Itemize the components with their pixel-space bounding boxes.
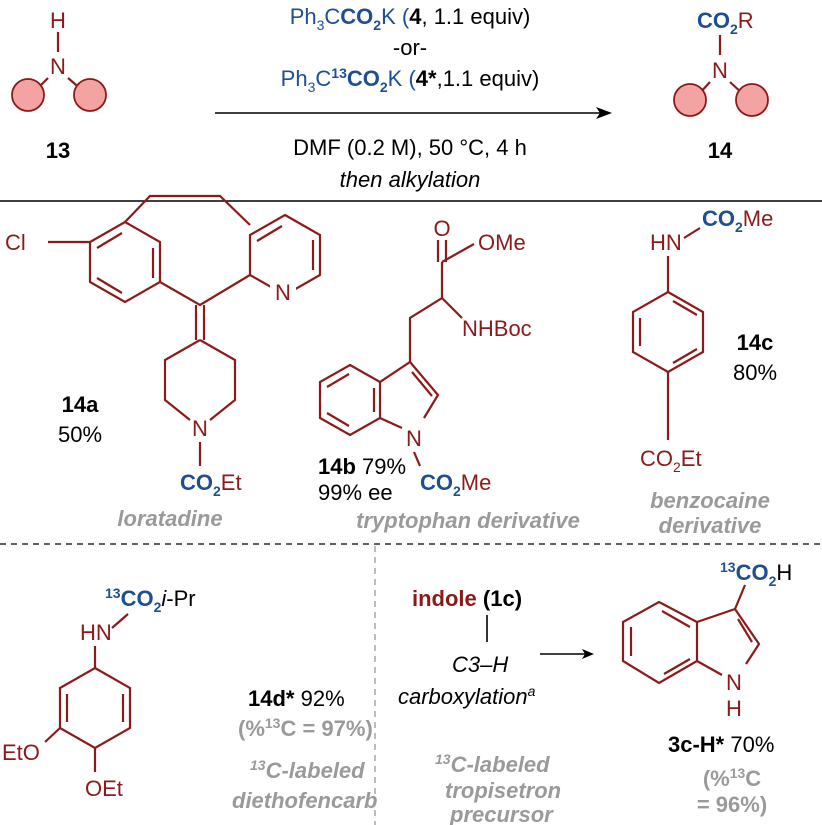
compound-14a: Cl N N CO2Et 14a 50% loratadine xyxy=(5,194,322,531)
nh: HN xyxy=(80,620,112,645)
atom-h: H xyxy=(726,696,742,721)
indole-label: indole (1c) xyxy=(412,586,522,611)
compound-3c-h: indole (1c) C3–H carboxylationa 13C-labe… xyxy=(398,559,792,825)
atom-n: N xyxy=(275,280,291,305)
methoxy: OMe xyxy=(478,230,526,255)
compound-14c: HN CO2Me CO2Et 14c 80% benzocaine deriva… xyxy=(631,206,777,538)
reactant-13: H N 13 xyxy=(11,8,107,163)
compound-14b: N CO2Me O OMe NHBoc 14b 79% 99% ee trypt… xyxy=(318,216,580,533)
isotope-percent: (%13C = 97%) xyxy=(238,715,373,741)
yield: 80% xyxy=(733,360,777,385)
compound-name: benzocaine xyxy=(650,488,770,513)
atom-n: N xyxy=(406,426,422,451)
then-alkylation: then alkylation xyxy=(340,167,481,192)
ee: 99% ee xyxy=(318,480,393,505)
compound-name: loratadine xyxy=(117,506,222,531)
product-14: CO2R N 14 xyxy=(673,8,769,163)
reagent-2: Ph3C13CO2K (4*,1.1 equiv) xyxy=(281,65,540,95)
atom-cl: Cl xyxy=(5,230,26,255)
conditions: DMF (0.2 M), 50 °C, 4 h xyxy=(293,135,527,160)
compound-name: tropisetron xyxy=(445,778,561,803)
compound-label: 14b 79% xyxy=(318,454,406,479)
compound-label: 14d* 92% xyxy=(248,686,345,711)
isotope-percent: = 96%) xyxy=(697,792,767,817)
carbamate-group: CO2Me xyxy=(702,206,773,235)
compound-name: derivative xyxy=(659,513,762,538)
compound-label: 14c xyxy=(737,330,774,355)
carbamate-group: 13CO2i-Pr xyxy=(105,585,196,615)
compound-name: tryptophan derivative xyxy=(356,508,580,533)
yield: 50% xyxy=(58,422,102,447)
atom-n: N xyxy=(192,416,208,441)
compound-name: 13C-labeled xyxy=(250,757,365,783)
product-group: CO2R xyxy=(697,8,754,37)
isotope-percent: (%13C xyxy=(703,765,761,791)
substituent-circle xyxy=(673,83,707,117)
carboxyl-group: 13CO2H xyxy=(720,559,792,589)
substituent-circle xyxy=(73,78,107,112)
arrow-head-icon xyxy=(582,649,594,659)
compound-label: 14a xyxy=(62,392,99,417)
compound-label: 3c-H* 70% xyxy=(668,732,774,757)
reagents: Ph3CCO2K (4, 1.1 equiv) -or- Ph3C13CO2K … xyxy=(215,4,612,192)
carbamate-group: CO2Me xyxy=(420,470,491,499)
substituent-circle xyxy=(11,78,45,112)
compound-name: 13C-labeled xyxy=(435,751,550,777)
c3h-text: C3–H xyxy=(452,652,508,677)
ester-group: CO2Et xyxy=(640,446,702,475)
atom-h: H xyxy=(50,8,66,33)
substituent-circle xyxy=(735,83,769,117)
ethoxy: OEt xyxy=(85,776,123,801)
compound-label: 14 xyxy=(708,138,733,163)
nhboc: NHBoc xyxy=(462,316,532,341)
atom-n: N xyxy=(726,670,742,695)
carbamate-group: CO2Et xyxy=(180,470,242,499)
atom-n: N xyxy=(50,54,66,79)
reagent-1: Ph3CCO2K (4, 1.1 equiv) xyxy=(290,4,531,33)
ethoxy: EtO xyxy=(2,740,40,765)
carboxylation-text: carboxylationa xyxy=(398,683,536,709)
atom-n: N xyxy=(712,58,728,83)
compound-name: precursor xyxy=(449,802,554,825)
atom-o: O xyxy=(433,216,450,241)
compound-name: diethofencarb xyxy=(232,788,377,813)
compound-14d: 13CO2i-Pr HN EtO OEt 14d* 92% (%13C = 97… xyxy=(2,585,377,813)
compound-label: 13 xyxy=(46,138,70,163)
arrow-head-icon xyxy=(596,107,612,119)
nh: HN xyxy=(650,230,682,255)
or-text: -or- xyxy=(393,35,427,60)
